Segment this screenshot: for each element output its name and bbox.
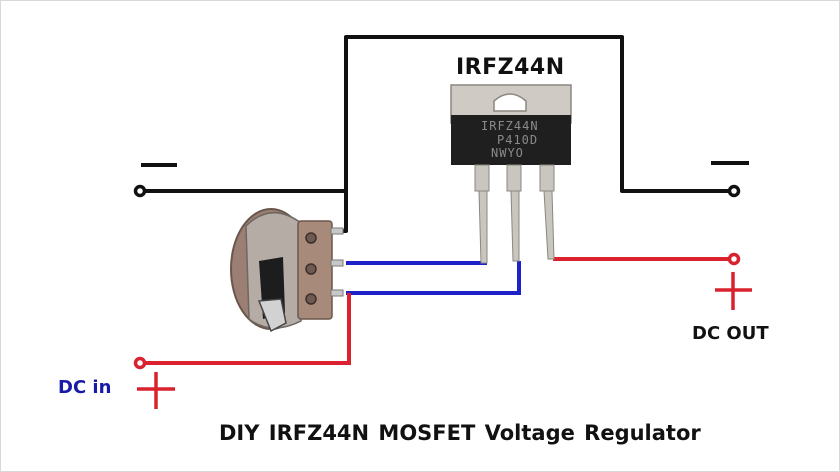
gate-wire: [346, 261, 521, 295]
mosfet-marking-2: P410D: [497, 133, 538, 147]
mosfet-marking-3: NWYO: [491, 146, 524, 160]
input-negative-terminal: [133, 184, 147, 198]
output-positive-symbol: [715, 272, 752, 310]
input-positive-terminal: [133, 356, 147, 370]
output-negative-terminal: [727, 184, 741, 198]
output-positive-terminal: [727, 252, 741, 266]
dc-in-label: DC in: [58, 377, 112, 398]
mosfet-marking-1: IRFZ44N: [481, 119, 539, 133]
mosfet-irfz44n: IRFZ44N P410D NWYO: [450, 84, 572, 264]
potentiometer: [230, 208, 344, 333]
ground-wire: [144, 35, 729, 233]
component-label: IRFZ44N: [456, 55, 565, 80]
positive-wire: [144, 257, 729, 365]
input-positive-symbol: [137, 372, 175, 409]
diagram-title: DIY IRFZ44N MOSFET Voltage Regulator: [219, 421, 701, 445]
dc-out-label: DC OUT: [692, 323, 769, 344]
